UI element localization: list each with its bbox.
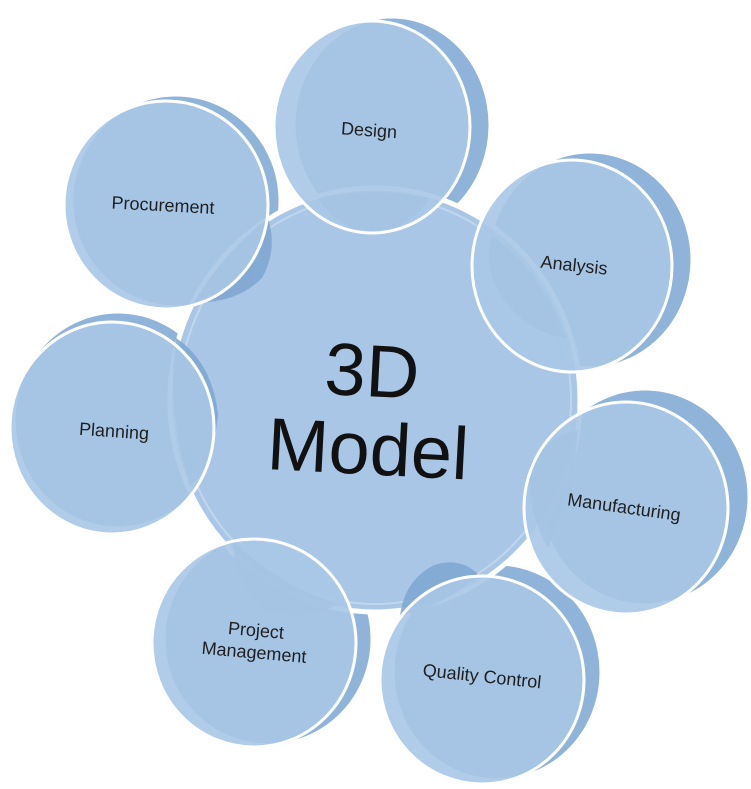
center-label-line-2: Model	[265, 401, 471, 496]
planning-circle	[8, 320, 216, 536]
procurement-circle	[62, 99, 270, 311]
satellite-front-layer	[8, 19, 730, 786]
project-management-circle	[150, 537, 358, 749]
analysis-circle	[470, 158, 674, 374]
center-label-line-1: 3D	[322, 326, 422, 415]
design-circle	[272, 19, 472, 235]
quality-control-circle	[378, 574, 586, 786]
manufacturing-circle	[522, 400, 730, 616]
center-label: 3D Model	[265, 326, 474, 496]
